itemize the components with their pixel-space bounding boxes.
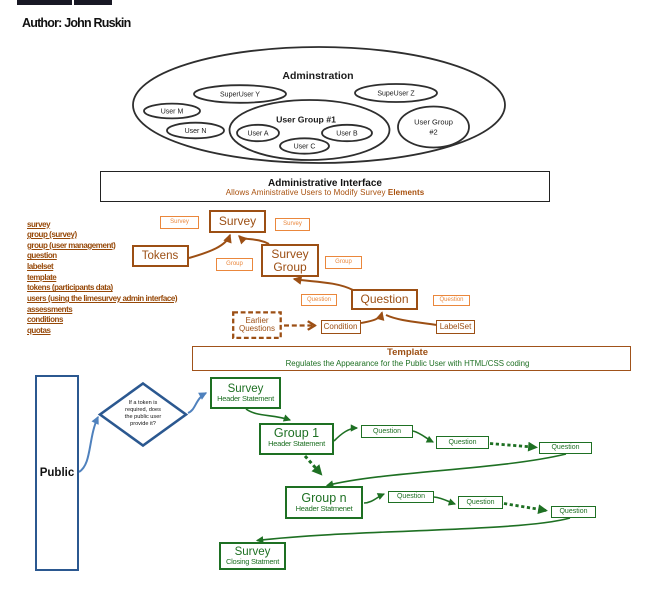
svg-text:User M: User M [161,109,184,116]
svg-text:#2: #2 [429,128,437,137]
svg-text:SuperUser Y: SuperUser Y [220,92,260,99]
svg-text:Adminstration: Adminstration [282,70,353,82]
svg-text:provide it?: provide it? [130,421,156,427]
svg-text:User N: User N [185,128,207,135]
svg-text:User C: User C [294,144,316,151]
svg-text:User Group: User Group [414,118,453,127]
svg-text:the public user: the public user [125,414,162,420]
svg-text:User B: User B [336,131,358,138]
svg-text:User A: User A [247,131,268,138]
svg-text:User Group #1: User Group #1 [276,115,336,125]
svg-text:required, does: required, does [125,407,161,413]
svg-text:If a token is: If a token is [129,400,158,406]
svg-text:SupeUser Z: SupeUser Z [377,91,415,98]
